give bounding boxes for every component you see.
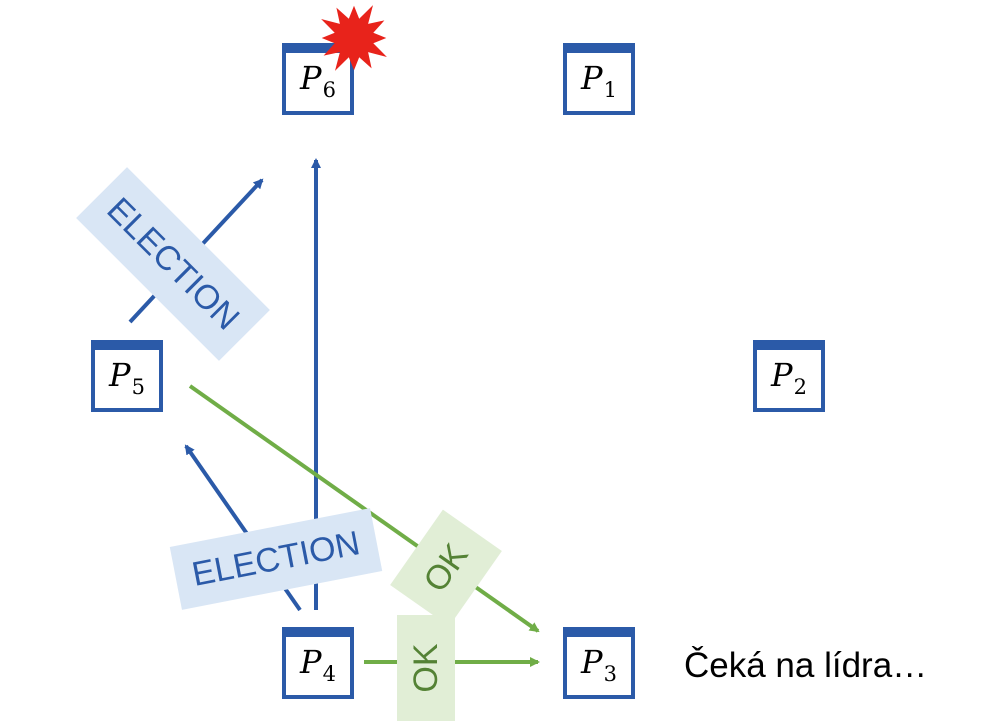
status-note: Čeká na lídra… <box>684 646 928 685</box>
process-p5: P5 <box>91 340 163 412</box>
process-p2-label: P2 <box>771 355 807 399</box>
explosion-burst-icon <box>321 5 387 71</box>
process-p3-label: P3 <box>581 642 617 686</box>
process-p5-label: P5 <box>109 355 145 399</box>
process-p1: P1 <box>563 43 635 115</box>
process-p6-label: P6 <box>300 58 336 102</box>
ok-label-horizontal: OK <box>397 615 455 721</box>
process-p1-label: P1 <box>581 58 617 102</box>
process-p4: P4 <box>282 627 354 699</box>
process-p2: P2 <box>753 340 825 412</box>
process-p6: P6 <box>282 43 354 115</box>
process-p3: P3 <box>563 627 635 699</box>
process-p4-label: P4 <box>300 642 336 686</box>
